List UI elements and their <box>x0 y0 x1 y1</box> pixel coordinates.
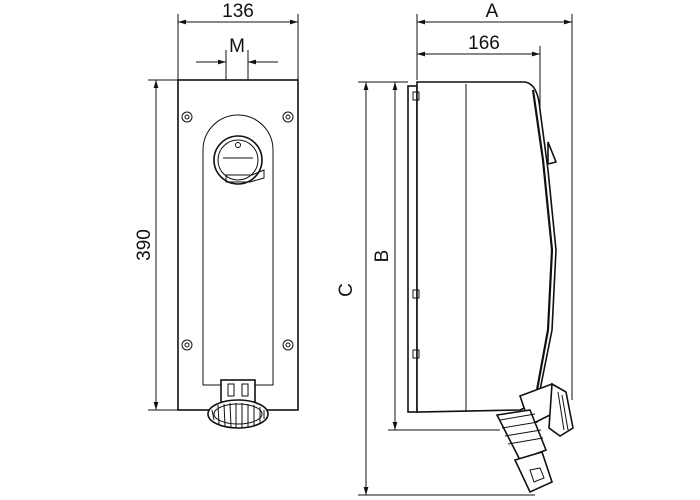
rotary-switch <box>213 135 265 185</box>
front-plate <box>177 79 299 411</box>
side-housing <box>416 81 557 413</box>
side-view: A 166 B C <box>336 1 574 496</box>
front-screws <box>181 111 294 351</box>
front-socket <box>207 379 269 429</box>
dim-side-body-width: 166 <box>468 33 500 54</box>
dim-front-width: 136 <box>222 1 254 22</box>
side-switch-lever <box>547 141 558 166</box>
dim-front-height: 390 <box>134 229 155 261</box>
dim-side-overall-height: C <box>336 283 357 297</box>
dim-side-overall-width: A <box>486 1 499 22</box>
dim-side-body-height: B <box>372 250 393 263</box>
side-clips <box>412 91 420 359</box>
front-recess <box>202 114 274 386</box>
side-socket <box>495 382 574 494</box>
front-view: 136 M 390 <box>134 1 299 429</box>
side-back-plate <box>407 85 418 413</box>
dim-mount-spacing: M <box>229 36 245 57</box>
